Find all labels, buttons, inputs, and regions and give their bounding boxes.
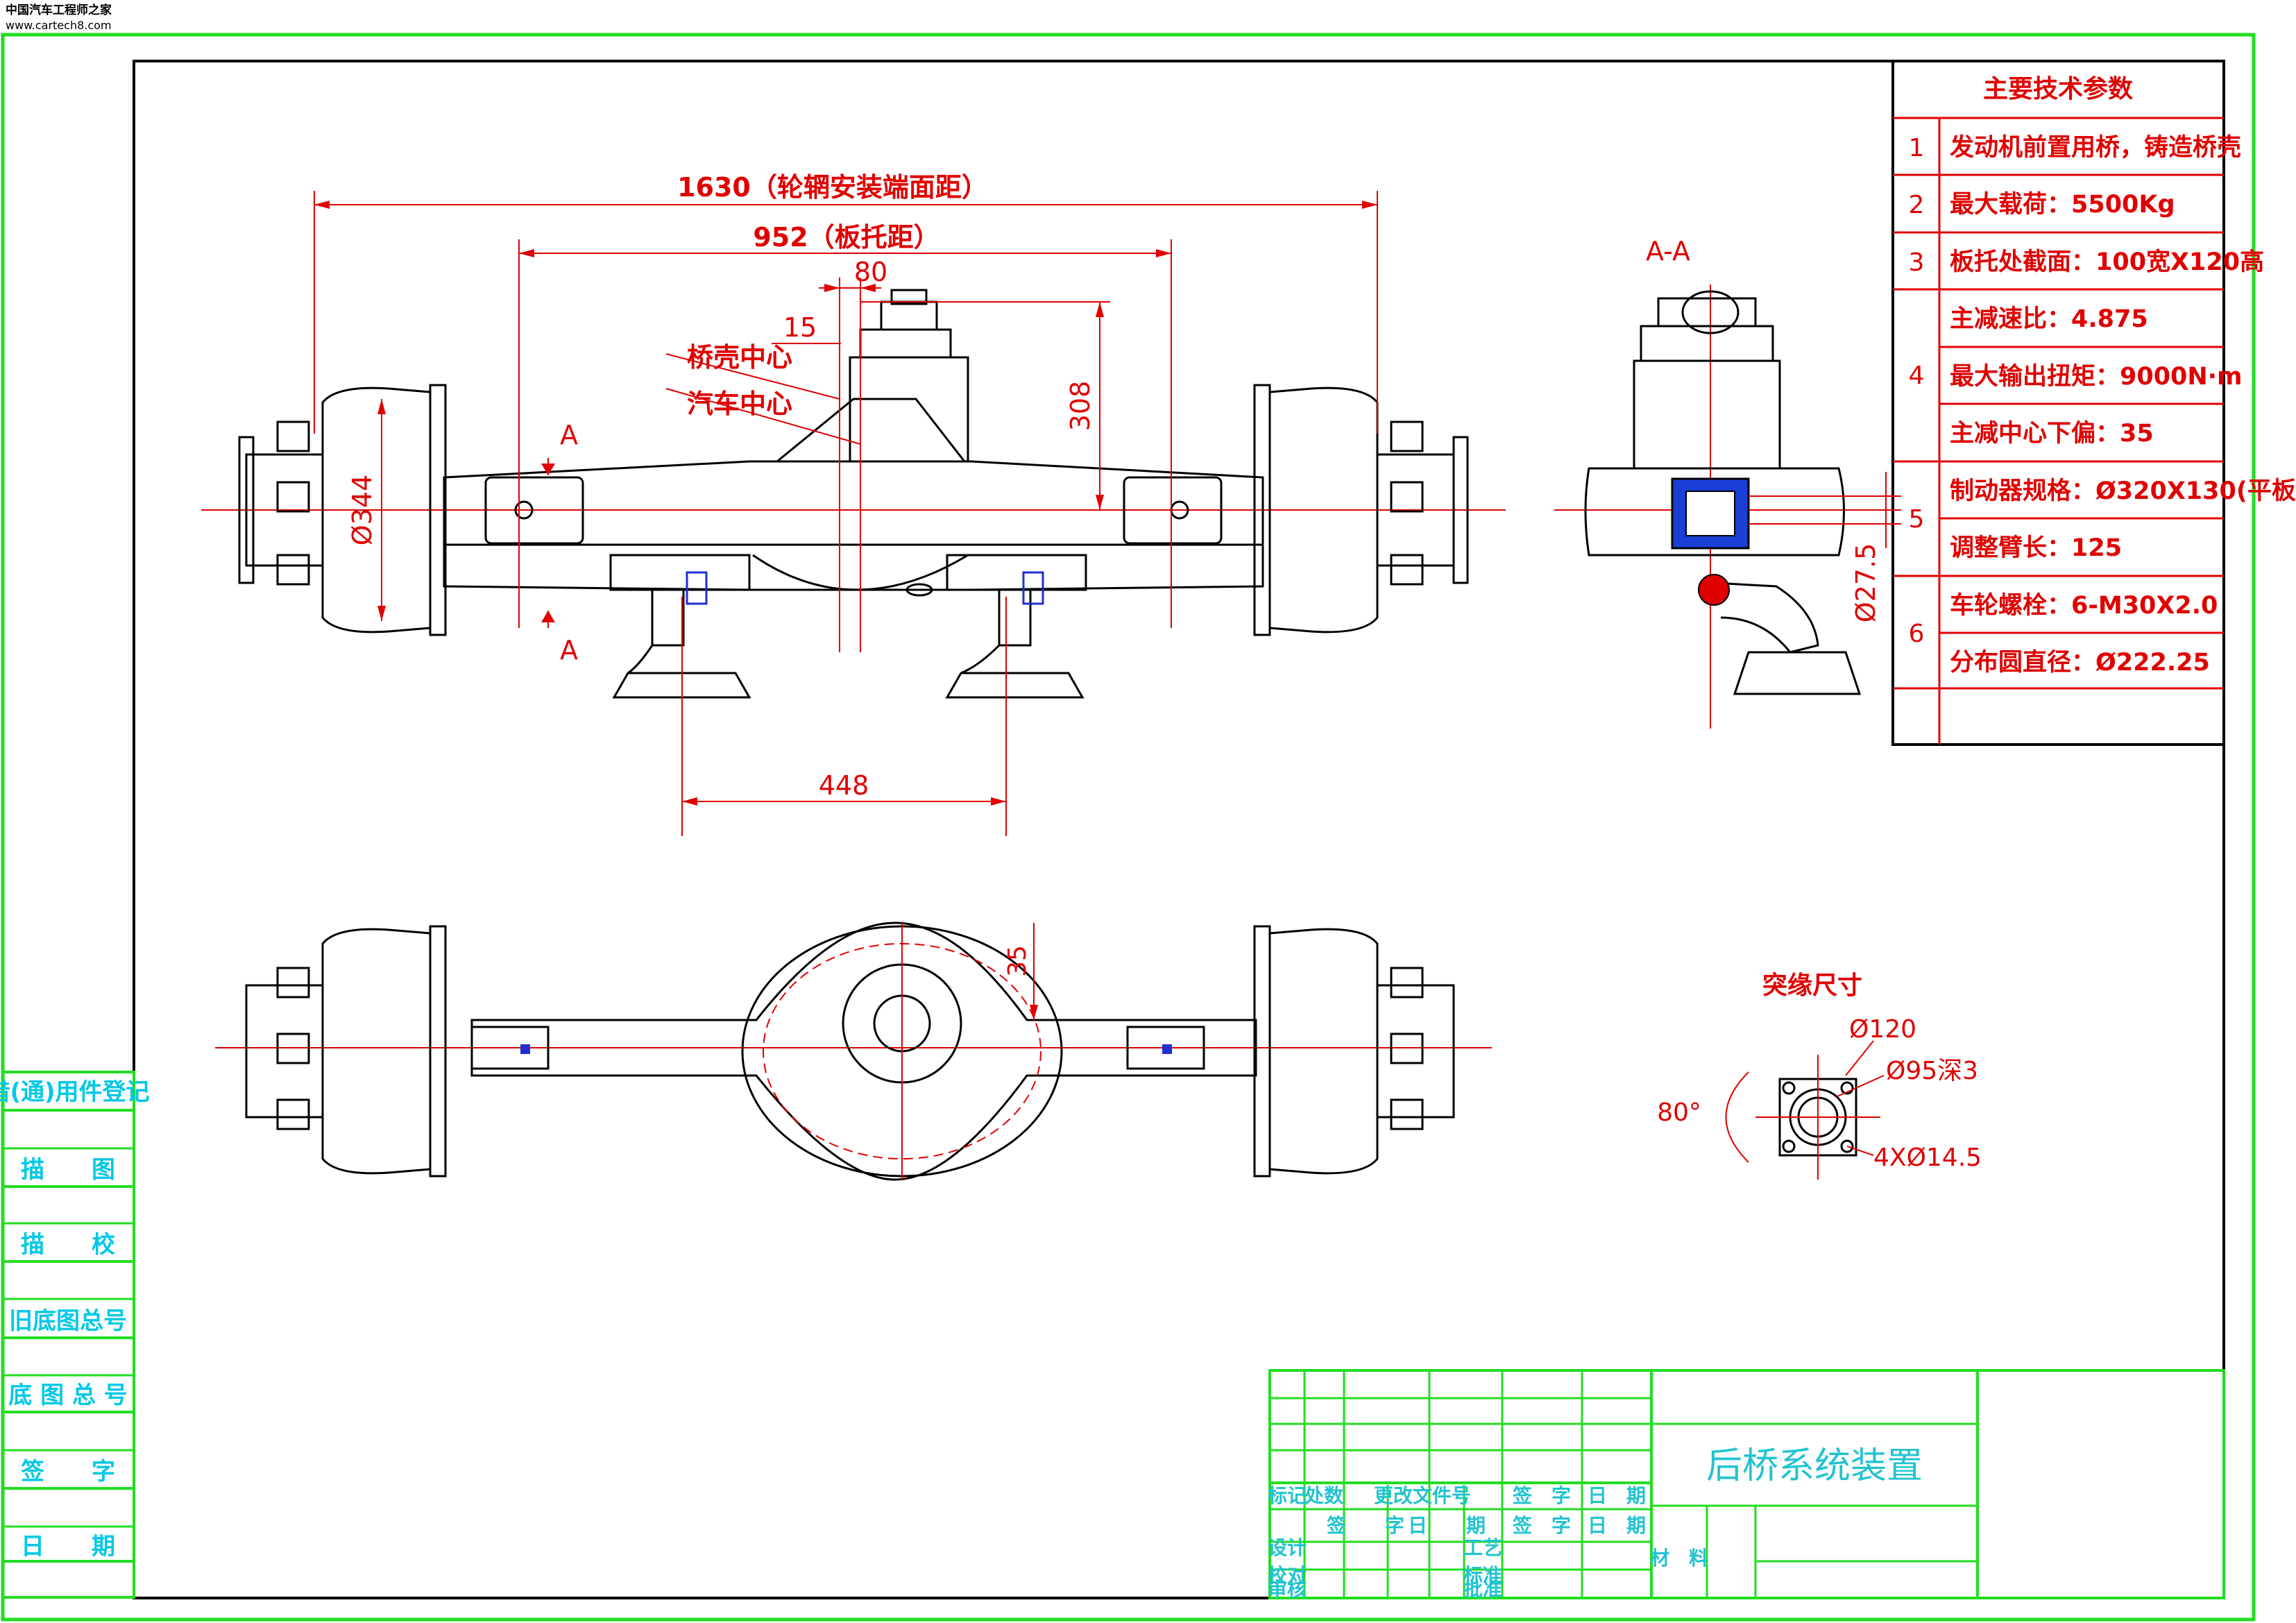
- section-marker-dot: [1698, 574, 1730, 606]
- section-mark-a-top: A: [560, 420, 578, 450]
- specs-row-no: 6: [1909, 620, 1925, 648]
- dim-80-deg: 80°: [1657, 1098, 1701, 1127]
- sidebar-row-2: 描 图: [21, 1156, 115, 1184]
- specs-item: 板托处截面：100宽X120高: [1950, 248, 2264, 276]
- dim-spring-seat: 952（板托距）: [753, 222, 939, 253]
- dim-15: 15: [783, 312, 817, 343]
- specs-row-no: 5: [1909, 505, 1925, 534]
- label-standard: 标准: [1463, 1564, 1502, 1587]
- label-housing-center: 桥壳中心: [687, 342, 792, 373]
- watermark-line1: 中国汽车工程师之家: [6, 3, 112, 17]
- section-mark-a-bottom: A: [560, 635, 578, 665]
- label-approve: 批准: [1463, 1578, 1502, 1601]
- sidebar-row-3: 描 校: [21, 1231, 115, 1259]
- dim-track-width: 1630（轮辋安装端面距）: [677, 172, 988, 203]
- sidebar-row-6: 签 字: [21, 1458, 115, 1486]
- specs-row-no: 4: [1909, 362, 1925, 390]
- rev-header: 标记: [1268, 1484, 1307, 1507]
- sidebar-row-4: 旧底图总号: [9, 1307, 127, 1335]
- front-view: 1630（轮辋安装端面距） 952（板托距） 80 15 桥壳中心 汽车中心 3…: [201, 172, 1506, 836]
- dim-phi-95: Ø95深3: [1886, 1057, 1978, 1085]
- label-process: 工艺: [1463, 1536, 1502, 1559]
- section-title: A-A: [1646, 236, 1690, 266]
- rev-header: 签 字: [1513, 1484, 1571, 1507]
- dim-80: 80: [854, 257, 887, 287]
- section-view: A-A Ø27.5: [1554, 236, 1901, 729]
- specs-item: 车轮螺栓：6-M30X2.0: [1950, 592, 2218, 620]
- inner-frame: [133, 60, 2225, 1599]
- specs-item: 最大输出扭矩：9000N·m: [1950, 363, 2242, 391]
- rev-header-row2: 日 期: [1588, 1514, 1646, 1537]
- specs-title: 主要技术参数: [1983, 75, 2133, 103]
- sidebar-row-5: 底 图 总 号: [8, 1382, 128, 1409]
- specs-item: 最大载荷：5500Kg: [1950, 191, 2175, 219]
- specs-item: 主减速比：4.875: [1950, 305, 2148, 333]
- flange-detail: 突缘尺寸 Ø120 Ø95深3 80° 4XØ14.5: [1657, 971, 1982, 1180]
- dim-308: 308: [1065, 381, 1096, 432]
- specs-item: 主减中心下偏：35: [1950, 420, 2154, 448]
- watermark: 中国汽车工程师之家 www.cartech8.com: [6, 3, 112, 32]
- label-material: 材 料: [1650, 1547, 1708, 1570]
- dim-drum-diameter: Ø344: [347, 475, 377, 545]
- dim-27-5: Ø27.5: [1851, 543, 1881, 623]
- dim-35: 35: [1003, 945, 1032, 977]
- label-design: 设计: [1268, 1536, 1307, 1559]
- rev-header-row2: 日 期: [1408, 1514, 1486, 1537]
- sidebar-row-7: 日 期: [21, 1533, 115, 1561]
- specs-row-no: 1: [1909, 134, 1925, 162]
- label-check: 校对: [1268, 1564, 1307, 1587]
- specs-item: 分布圆直径：Ø222.25: [1950, 649, 2210, 677]
- rev-header-row2: 签 字: [1513, 1514, 1571, 1537]
- frame: [1, 33, 2256, 1622]
- rev-header-row2: 签 字: [1327, 1514, 1404, 1537]
- specs-row-no: 3: [1909, 248, 1925, 277]
- outer-frame: [1, 33, 2256, 1622]
- specs-item: 调整臂长：125: [1950, 534, 2122, 562]
- sidebar-register: 借(通)用件登记 描 图 描 校 旧底图总号 底 图 总 号 签 字 日 期: [0, 1071, 150, 1599]
- drawing-title: 后桥系统装置: [1706, 1445, 1923, 1487]
- label-review: 审核: [1268, 1578, 1307, 1601]
- flange-title: 突缘尺寸: [1762, 971, 1862, 1000]
- specs-table: 主要技术参数 1 2 3 4 5 6 发动机前置用桥，铸造桥壳 最大载荷：550…: [1891, 60, 2296, 746]
- dim-448: 448: [819, 770, 869, 801]
- watermark-line2: www.cartech8.com: [6, 19, 112, 32]
- specs-item: 发动机前置用桥，铸造桥壳: [1950, 134, 2241, 162]
- sidebar-row-1: 借(通)用件登记: [0, 1078, 150, 1106]
- dim-hole-count: 4XØ14.5: [1873, 1144, 1982, 1172]
- top-view: 35: [215, 921, 1492, 1181]
- dim-phi-120: Ø120: [1849, 1015, 1916, 1044]
- rev-header: 处数: [1304, 1484, 1344, 1507]
- label-vehicle-center: 汽车中心: [687, 389, 792, 419]
- specs-row-no: 2: [1909, 191, 1925, 219]
- specs-item: 制动器规格：Ø320X130(平板): [1950, 477, 2296, 505]
- rev-header: 日 期: [1588, 1484, 1646, 1507]
- title-block: 后桥系统装置 标记 处数 更改文件号 签 字 日 期 签 字 日 期 签 字 日…: [1268, 1369, 2225, 1601]
- rev-header: 更改文件号: [1374, 1484, 1471, 1507]
